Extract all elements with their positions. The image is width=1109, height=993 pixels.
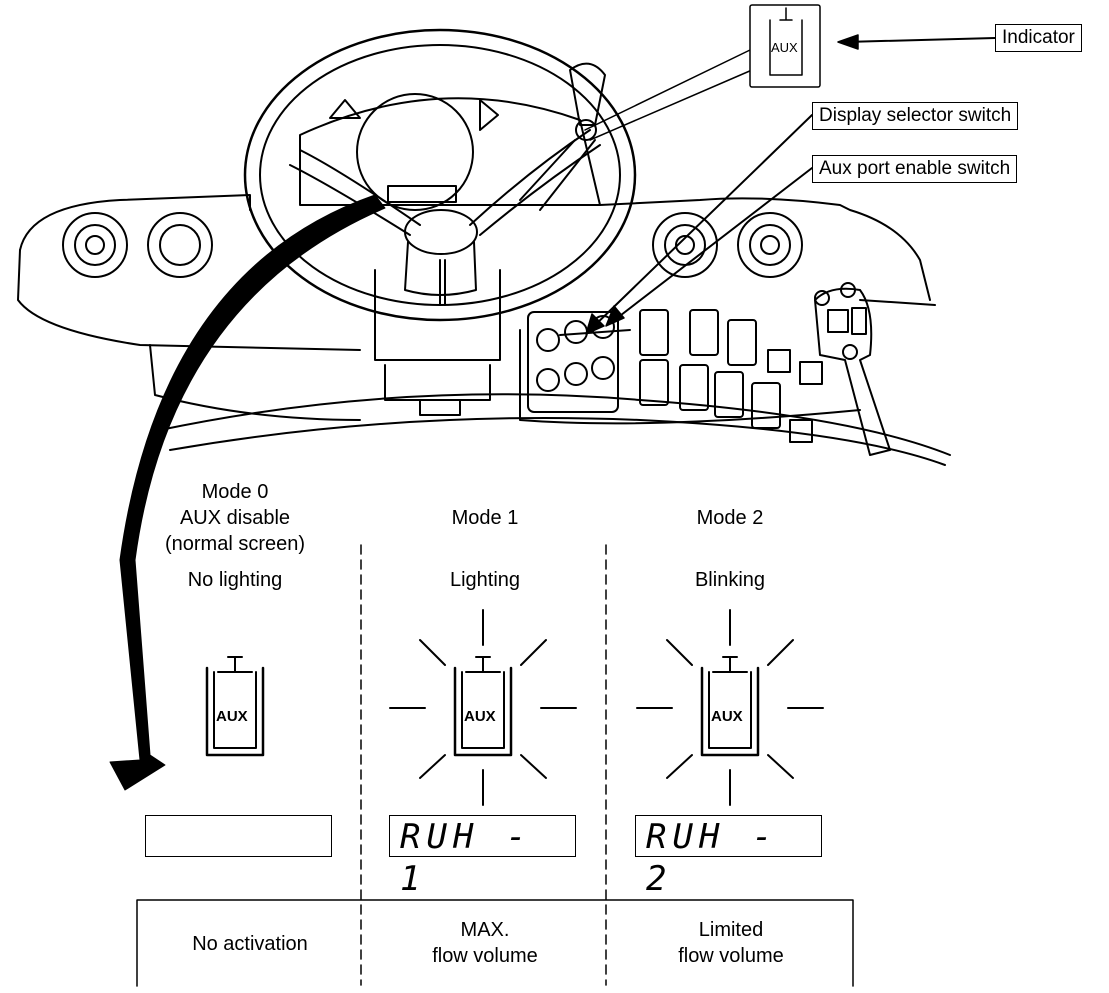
indicator-label: Indicator bbox=[995, 24, 1082, 52]
right-joystick bbox=[815, 283, 890, 455]
mode-0-aux-icon bbox=[207, 657, 263, 755]
display-selector-label: Display selector switch bbox=[812, 102, 1018, 130]
mode-2-icon-label: AUX bbox=[711, 708, 743, 725]
mode-2-result-line-1: Limited bbox=[612, 918, 850, 942]
mode-2-result-line-2: flow volume bbox=[612, 944, 850, 968]
instrument-cluster bbox=[300, 94, 600, 210]
mode-1-icon-label: AUX bbox=[464, 708, 496, 725]
mode-2-state: Blinking bbox=[645, 568, 815, 592]
mode-1-title: Mode 1 bbox=[400, 506, 570, 530]
mode-2-display: RUH - 2 bbox=[635, 815, 822, 857]
mode-0-icon-label: AUX bbox=[216, 708, 248, 725]
mode-1-result-line-2: flow volume bbox=[370, 944, 600, 968]
mode-1-aux-icon bbox=[455, 657, 511, 755]
mode-0-state: No lighting bbox=[150, 568, 320, 592]
mode-2-title: Mode 2 bbox=[645, 506, 815, 530]
mode-1-state: Lighting bbox=[400, 568, 570, 592]
mode-0-subtitle-1: AUX disable bbox=[150, 506, 320, 530]
indicator-icon-label: AUX bbox=[771, 40, 798, 55]
steering-wheel bbox=[245, 30, 635, 320]
mode-0-result: No activation bbox=[140, 932, 360, 956]
mode-1-display: RUH - 1 bbox=[389, 815, 576, 857]
steering-column bbox=[375, 270, 500, 415]
mode-0-subtitle-2: (normal screen) bbox=[140, 532, 330, 556]
air-vents bbox=[63, 213, 802, 277]
mode-1-result-line-1: MAX. bbox=[370, 918, 600, 942]
aux-port-label: Aux port enable switch bbox=[812, 155, 1017, 183]
mode-0-title: Mode 0 bbox=[150, 480, 320, 504]
mode-2-aux-icon bbox=[702, 657, 758, 755]
mode-0-display bbox=[145, 815, 332, 857]
